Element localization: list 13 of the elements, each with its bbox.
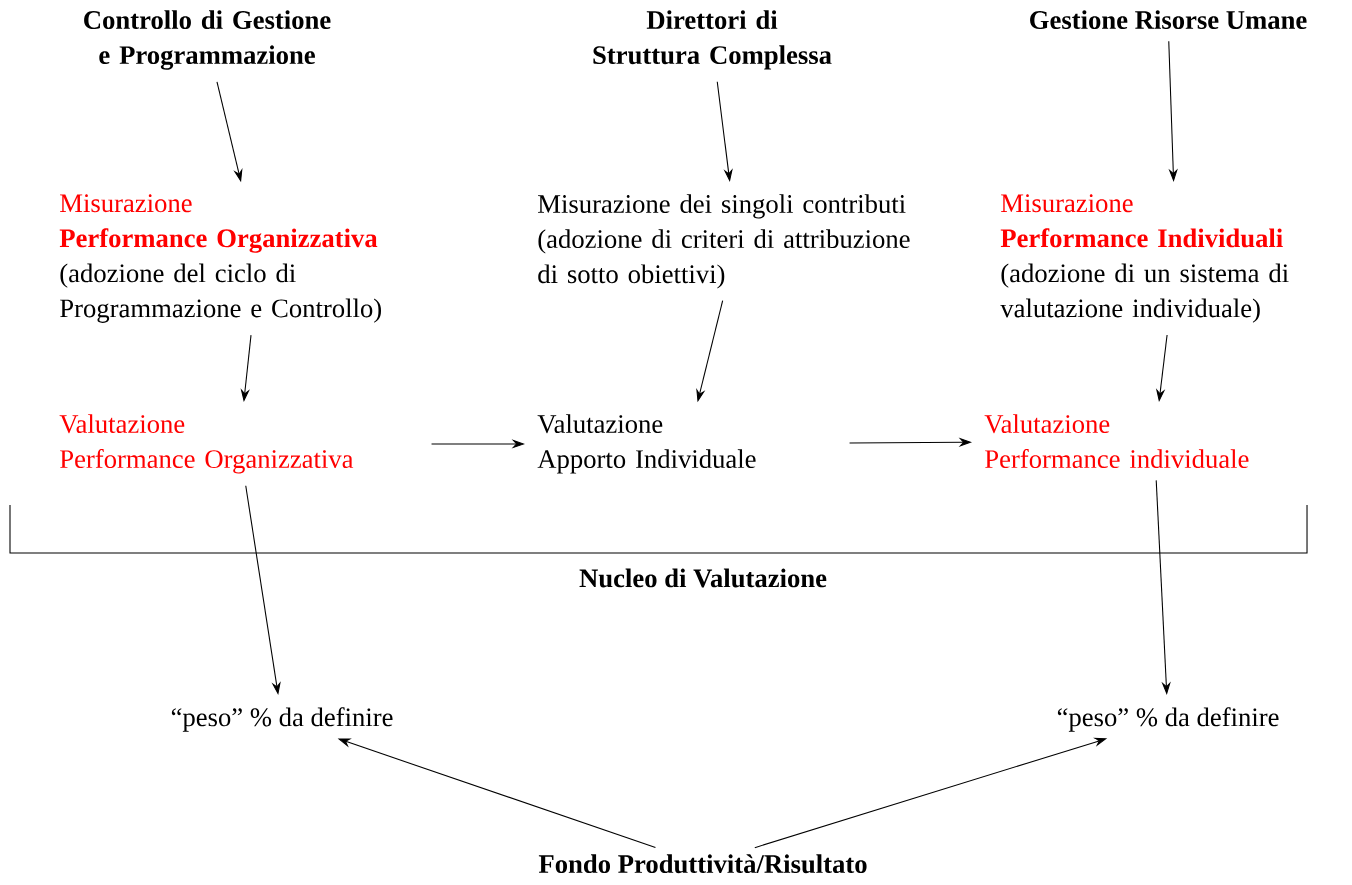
step-text: Valutazione Performance Organizzativa [59, 414, 354, 474]
step-text: Misurazione dei singoli contributi (adozione di criteri di attribuzione di sotto obiettivi) [538, 194, 910, 289]
step-text: Misurazione Performance Organizzativa (adozione del ciclo di Programmazione e Controllo) [59, 194, 381, 323]
heading-text: Controllo di Gestione e Programmazione [84, 10, 331, 70]
heading-text: Direttori di Struttura Complessa [593, 10, 832, 70]
weight-text: “peso” % da definire [1057, 707, 1279, 732]
heading-text: Gestione Risorse Umane [1030, 10, 1307, 29]
bracket-label: Nucleo di Valutazione [579, 568, 827, 588]
weight-text: “peso” % da definire [171, 707, 393, 732]
fund-text: Fondo Produttività/Risultato [538, 854, 867, 874]
step-text: Misurazione Performance Individuali (adozione di un sistema di valutazione individuale) [1000, 194, 1289, 323]
step-text: Valutazione Performance individuale [984, 414, 1249, 469]
step-text: Valutazione Apporto Individuale [537, 414, 756, 474]
